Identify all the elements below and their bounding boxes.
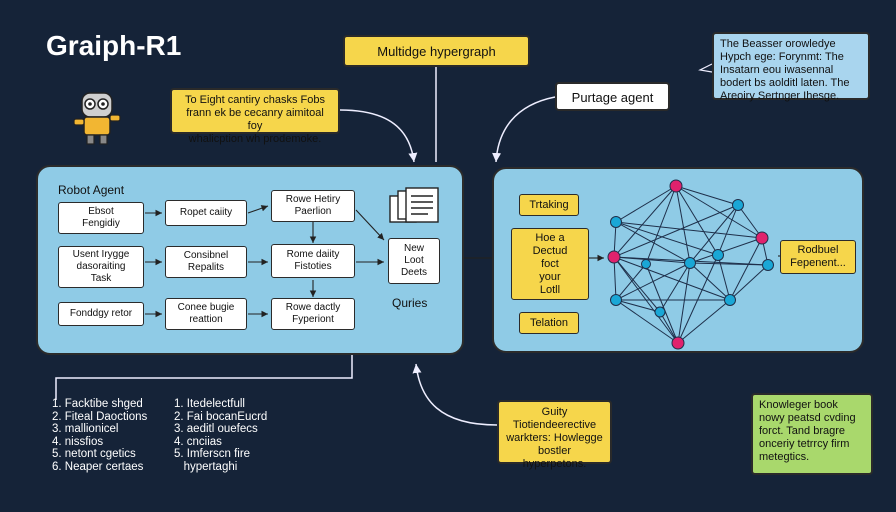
list-item: 1. Itedelectfull [174,398,245,410]
right-note-line: Areoiry Sertnger Ihesge. [720,90,840,102]
step-line: Fistoties [294,261,332,272]
portage-note-text: Purtage agent [571,90,654,105]
box-line: Lotll [539,283,561,296]
left-note-line: whalicption wh prodemoke. [188,133,322,145]
step-line: Fonddgy retor [69,308,133,319]
box-line: Dectud [532,244,568,257]
right-note-line: The Beasser orowledye [720,38,836,50]
arrow-portage-to-panel [492,96,556,163]
list-item: 5. Imferscn fire [174,448,251,461]
right-note-line: Insatarn eou iwasennal [720,64,834,76]
step-line: Fyperiont [292,314,334,325]
step-line: Consibnel [183,250,229,261]
list-item: 3. mallionicel [52,423,119,436]
step-line: Repalits [187,262,225,273]
box-line: your [539,270,561,283]
left-note-line: To Eight cantiry chasks Fobs [184,94,325,106]
line-panel-to-list [55,352,353,400]
box-line: foct [541,257,559,270]
portage-note: Purtage agent [555,82,670,111]
list-item: 4. cnciias [174,435,222,448]
right-list: 1. Itedelectfull 2. Fai bocanEucrd 3. ae… [174,398,267,474]
note-line: Tiotiendeerective [512,419,597,431]
note-line: nowy peatsd cvding [759,412,856,424]
step-line: reattion [189,314,223,325]
top-note: Multidge hypergraph [343,35,530,67]
note-line: onceriy tetrrcy firm [759,438,850,450]
queries-label: Quries [392,296,428,310]
step-line: Paerlion [294,206,332,217]
right-note-line: bodert bs aolditl laten. The [720,77,850,89]
agent-step-box: Fonddgy retor [58,302,144,326]
note-line: Guity [541,406,568,418]
note-line: Knowleger book [759,399,838,411]
list-item: 4. nissfios [52,435,104,448]
arrow-leftnote-to-panel [339,109,418,163]
list-item: 1. Facktibe shged [52,398,143,410]
center-query-box: Hoe a Dectud foct your Lotll [511,228,589,300]
note-line: forct. Tand bragre [759,425,846,437]
right-note: The Beasser orowledye Hypch ege: Forynmt… [712,32,870,102]
step-line: Usent Irygge [72,249,130,260]
arrow-speech [698,63,713,73]
list-item: 2. Fai bocanEucrd [174,410,268,423]
step-line: Rowe dactly [285,302,341,313]
list-item: 6. Neaper certaes [52,460,144,473]
top-note-text: Multidge hypergraph [377,44,496,59]
robot-agent-label: Robot Agent [58,183,125,197]
tracking-box: Trtaking [519,194,579,216]
step-line: Fengidiy [82,218,120,229]
left-list: 1. Facktibe shged 2. Fiteal Daoctions 3.… [52,398,147,474]
box-line: New [403,243,424,254]
right-note-line: Hypch ege: Forynmt: The [720,51,844,63]
step-line: Conee bugie [177,302,235,313]
arrow-bottom-to-panel [412,363,498,426]
agent-step-box: Ropet caiity [165,200,247,226]
step-line: dasoraiting [76,261,126,272]
box-line: Fepenent... [790,257,846,269]
bottom-center-note: Guity Tiotiendeerective warkters: Howleg… [497,400,612,470]
note-line: bostler hyperpetons. [522,445,587,470]
step-line: Rome daiity [286,249,340,260]
note-line: metegtics. [759,451,810,463]
step-line: Ropet caiity [179,207,233,218]
list-item: 3. aeditl ouefecs [174,423,258,436]
list-item: hypertaghi [174,460,238,473]
left-note: To Eight cantiry chasks Fobs frann ek be… [170,88,340,145]
box-line: Rodbuel [797,244,839,256]
box-line: Loot [404,255,424,266]
list-item: 2. Fiteal Daoctions [52,410,148,423]
step-line: Ebsot [88,206,114,217]
step-line: Rowe Hetiry [285,194,341,205]
box-line: Deets [400,267,428,278]
note-line: warkters: Howlegge [506,432,603,444]
page-title: Graiph-R1 [46,30,182,61]
step-line: Task [90,273,112,284]
box-line: Hoe a [535,231,565,244]
left-note-line: frann ek be cecanry aimitoal foy [186,107,324,132]
relation-box: Telation [519,312,579,334]
list-item: 5. netont cgetics [52,448,136,461]
bottom-right-note: Knowleger book nowy peatsd cvding forct.… [751,393,873,475]
